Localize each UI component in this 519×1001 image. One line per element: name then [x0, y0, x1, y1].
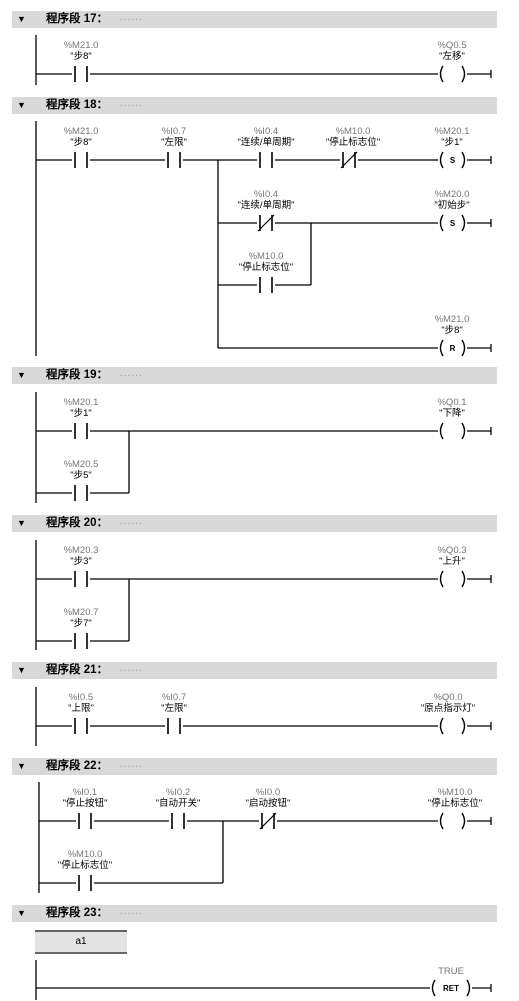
coil-letter-r: R — [450, 344, 456, 353]
coil-letter-ret: RET — [443, 984, 459, 993]
operand-label[interactable]: %M21.0"步8" — [63, 40, 99, 62]
segment-comment[interactable]: ...... — [120, 98, 143, 109]
coil-s22 — [439, 812, 466, 830]
segment-title: 程序段 18： — [46, 99, 108, 111]
operand-label[interactable]: %I0.1"停止按钮" — [62, 787, 108, 809]
no-contact-s21-2 — [167, 718, 181, 734]
operand-label[interactable]: %I0.7"左限" — [161, 692, 187, 714]
segment-header-19[interactable]: ▼ 程序段 19：...... — [12, 367, 497, 384]
segment-title: 程序段 21： — [46, 664, 108, 676]
no-contact-s18-6 — [259, 277, 273, 293]
nc-contact-s18-4 — [340, 151, 358, 169]
segment-title: 程序段 20： — [46, 517, 108, 529]
no-contact-s22-1 — [78, 813, 92, 829]
no-contact-s20-2 — [74, 633, 88, 649]
set-coil-s18-1 — [439, 151, 466, 169]
operand-label[interactable]: %I0.7"左限" — [161, 126, 187, 148]
no-contact-s19-1 — [74, 423, 88, 439]
collapse-triangle-icon[interactable]: ▼ — [17, 370, 26, 380]
operand-label[interactable]: %M21.0"步8" — [63, 126, 99, 148]
reset-coil-s18-3 — [439, 339, 466, 357]
operand-label[interactable]: %I0.5"上限" — [68, 692, 94, 714]
coil-s21 — [439, 717, 466, 735]
collapse-triangle-icon[interactable]: ▼ — [17, 908, 26, 918]
collapse-triangle-icon[interactable]: ▼ — [17, 100, 26, 110]
collapse-triangle-icon[interactable]: ▼ — [17, 14, 26, 24]
ret-coil-s23 — [431, 979, 471, 997]
operand-label[interactable]: %Q0.0"原点指示灯" — [420, 692, 476, 714]
operand-label[interactable]: %I0.2"自动开关" — [155, 787, 201, 809]
segment-header-18[interactable]: ▼ 程序段 18：...... — [12, 97, 497, 114]
jump-label-block[interactable]: a1 — [35, 930, 127, 954]
operand-label[interactable]: %I0.4"连续/单周期" — [237, 126, 295, 148]
operand-label[interactable]: TRUE — [438, 966, 464, 977]
collapse-triangle-icon[interactable]: ▼ — [17, 761, 26, 771]
segment-title: 程序段 23： — [46, 907, 108, 919]
no-contact-s19-2 — [74, 485, 88, 501]
operand-label[interactable]: %M20.3"步3" — [63, 545, 99, 567]
nc-contact-s18-5 — [257, 214, 275, 232]
operand-label[interactable]: %M10.0"停止标志位" — [238, 251, 294, 273]
no-contact-s21-1 — [74, 718, 88, 734]
nc-contact-s22-3 — [259, 812, 277, 830]
no-contact-s18-2 — [167, 152, 181, 168]
no-contact-s17-1 — [74, 66, 88, 82]
segment-comment[interactable]: ...... — [120, 516, 143, 527]
coil-s17 — [439, 65, 466, 83]
no-contact-s22-4 — [78, 875, 92, 891]
coil-letter-s: S — [450, 219, 456, 228]
collapse-triangle-icon[interactable]: ▼ — [17, 518, 26, 528]
coil-s20 — [439, 570, 466, 588]
segment-header-23[interactable]: ▼ 程序段 23：...... — [12, 905, 497, 922]
segment-header-21[interactable]: ▼ 程序段 21：...... — [12, 662, 497, 679]
segment-comment[interactable]: ...... — [120, 663, 143, 674]
operand-label[interactable]: %I0.0"启动按钮" — [245, 787, 291, 809]
no-contact-s20-1 — [74, 571, 88, 587]
segment-header-20[interactable]: ▼ 程序段 20：...... — [12, 515, 497, 532]
coil-s19 — [439, 422, 466, 440]
segment-title: 程序段 19： — [46, 369, 108, 381]
segment-comment[interactable]: ...... — [120, 759, 143, 770]
operand-label[interactable]: %M10.0"停止标志位" — [57, 849, 113, 871]
operand-label[interactable]: %M20.0"初始步" — [434, 189, 470, 211]
operand-label[interactable]: %M10.0"停止标志位" — [427, 787, 483, 809]
operand-label[interactable]: %M10.0"停止标志位" — [325, 126, 381, 148]
no-contact-s18-3 — [259, 152, 273, 168]
operand-label[interactable]: %M20.7"步7" — [63, 607, 99, 629]
operand-label[interactable]: %M20.1"步1" — [434, 126, 470, 148]
collapse-triangle-icon[interactable]: ▼ — [17, 665, 26, 675]
operand-label[interactable]: %Q0.5"左移" — [437, 40, 467, 62]
no-contact-s22-2 — [171, 813, 185, 829]
operand-label[interactable]: %M21.0"步8" — [434, 314, 470, 336]
operand-label[interactable]: %M20.5"步5" — [63, 459, 99, 481]
no-contact-s18-1 — [74, 152, 88, 168]
operand-label[interactable]: %M20.1"步1" — [63, 397, 99, 419]
jump-label-text: a1 — [75, 936, 87, 947]
segment-title: 程序段 22： — [46, 760, 108, 772]
operand-label[interactable]: %Q0.1"下降" — [437, 397, 467, 419]
segment-title: 程序段 17： — [46, 13, 108, 25]
segment-comment[interactable]: ...... — [120, 368, 143, 379]
segment-header-22[interactable]: ▼ 程序段 22：...... — [12, 758, 497, 775]
segment-comment[interactable]: ...... — [120, 906, 143, 917]
operand-label[interactable]: %Q0.3"上升" — [437, 545, 467, 567]
set-coil-s18-2 — [439, 214, 466, 232]
coil-letter-s: S — [450, 156, 456, 165]
segment-header-17[interactable]: ▼ 程序段 17：...... — [12, 11, 497, 28]
segment-comment[interactable]: ...... — [120, 12, 143, 23]
operand-label[interactable]: %I0.4"连续/单周期" — [237, 189, 295, 211]
